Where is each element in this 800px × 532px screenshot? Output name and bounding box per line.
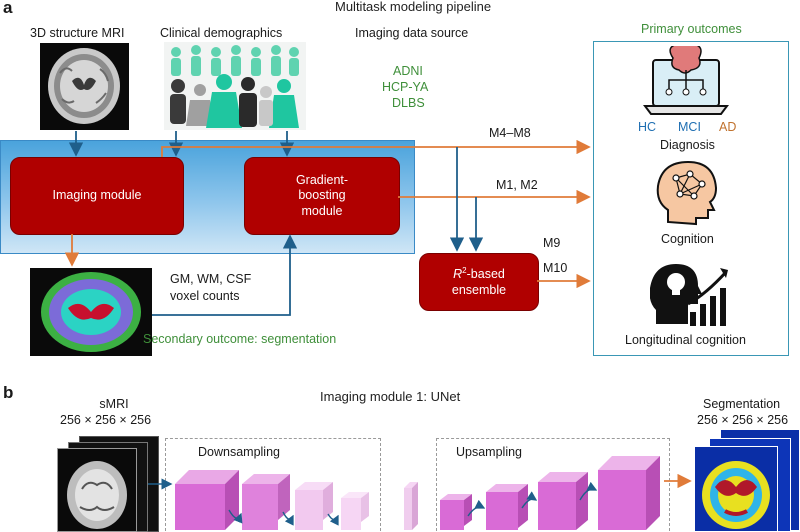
input-line1: sMRI: [99, 397, 129, 411]
diagnosis-label: Diagnosis: [660, 138, 715, 152]
demographics-label: Clinical demographics: [160, 26, 283, 40]
people-icon: [164, 42, 306, 130]
downsampling-label: Downsampling: [198, 445, 280, 459]
label-m10: M10: [543, 261, 568, 275]
imaging-module-label: Imaging module: [52, 188, 142, 203]
mri-image: [40, 43, 129, 130]
brain-laptop-icon: [641, 46, 731, 118]
head-lightbulb-chart-icon: [650, 254, 730, 328]
longitudinal-label: Longitudinal cognition: [625, 333, 746, 347]
label-m9: M9: [543, 236, 561, 250]
counts-line1: GM, WM, CSF: [170, 272, 252, 286]
mri-label: 3D structure MRI: [30, 26, 125, 40]
panel-b-title: Imaging module 1: UNet: [320, 389, 461, 404]
panel-a-title: Multitask modeling pipeline: [335, 0, 492, 14]
ensemble-line2: ensemble: [451, 282, 507, 297]
seg-slice-front: [694, 446, 778, 532]
imaging-module-box: Imaging module: [10, 157, 184, 235]
source-hcp-ya: HCP-YA: [382, 80, 429, 94]
dx-mci: MCI: [678, 120, 701, 134]
ensemble-r: R: [453, 266, 463, 281]
secondary-outcome-label: Secondary outcome: segmentation: [143, 332, 337, 346]
source-adni: ADNI: [393, 64, 423, 78]
imaging-source-label: Imaging data source: [355, 26, 469, 40]
output-line2: 256 × 256 × 256: [697, 413, 789, 427]
counts-line2: voxel counts: [170, 289, 240, 303]
upsampling-label: Upsampling: [456, 445, 523, 459]
dx-hc: HC: [638, 120, 657, 134]
gradient-line2: boosting: [298, 188, 346, 203]
panel-a-letter: a: [3, 0, 13, 17]
dx-ad: AD: [719, 120, 737, 134]
ensemble-line1: R2-based: [453, 266, 505, 283]
label-m4-m8: M4–M8: [489, 126, 531, 140]
smri-slice-front: [57, 448, 137, 532]
ensemble-box: R2-based ensemble: [419, 253, 539, 311]
gradient-line1: Gradient-: [295, 172, 349, 187]
segmentation-image: [30, 268, 152, 356]
gradient-line3: module: [301, 203, 343, 218]
cognition-label: Cognition: [661, 232, 714, 246]
input-line2: 256 × 256 × 256: [60, 413, 152, 427]
output-line1: Segmentation: [703, 397, 781, 411]
cube-bottleneck: [404, 482, 418, 530]
source-dlbs: DLBS: [392, 96, 425, 110]
primary-outcomes-box: [593, 41, 789, 356]
head-network-icon: [654, 160, 720, 228]
ensemble-sup: 2: [462, 265, 467, 275]
primary-outcomes-title: Primary outcomes: [641, 22, 742, 36]
ensemble-suffix: -based: [466, 266, 505, 281]
gradient-boosting-module-box: Gradient- boosting module: [244, 157, 400, 235]
label-m1-m2: M1, M2: [496, 178, 538, 192]
upsampling-box: [436, 438, 670, 531]
panel-b-letter: b: [3, 383, 14, 402]
